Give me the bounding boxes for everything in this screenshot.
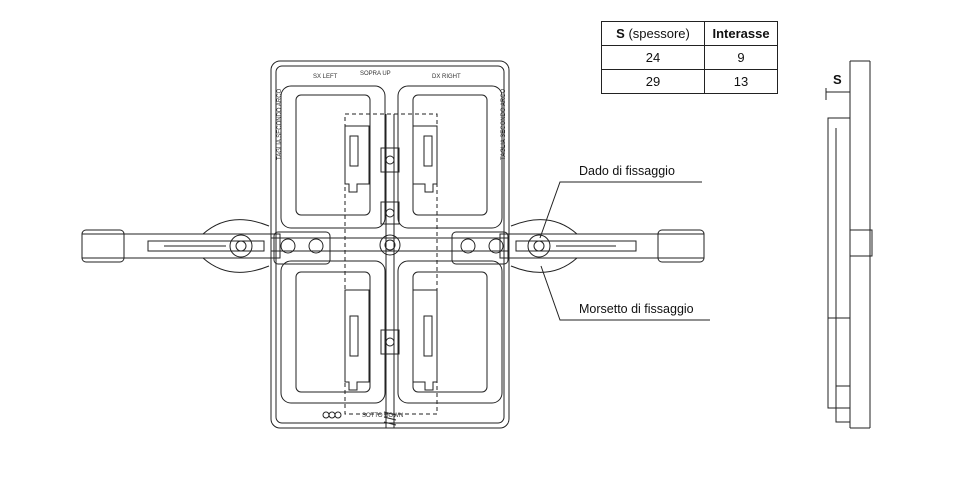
spec-table-header: S (spessore) Interasse xyxy=(601,21,778,46)
cell-interasse: 9 xyxy=(704,45,778,70)
header-interasse: Interasse xyxy=(704,21,778,46)
cell-spessore: 24 xyxy=(601,45,705,70)
label-bottom: SOTTO DOWN xyxy=(362,413,403,419)
spec-table: S (spessore) Interasse 24 9 29 13 xyxy=(601,21,778,94)
left-fixing-clamp xyxy=(81,219,281,273)
table-row: 24 9 xyxy=(601,45,778,70)
bar-screw-blocks xyxy=(379,147,401,355)
right-fixing-clamp xyxy=(499,219,705,273)
dashed-outline xyxy=(344,113,438,415)
dado-leader xyxy=(539,181,702,239)
label-side-left: TAGLIA SECONDO ARCO xyxy=(277,88,283,160)
label-dx-right: DX RIGHT xyxy=(432,74,461,80)
table-row: 29 13 xyxy=(601,69,778,94)
label-sopra-up: SOPRA UP xyxy=(360,71,391,77)
plate-screws xyxy=(273,231,509,265)
led-indicator xyxy=(322,411,330,419)
cell-interasse: 13 xyxy=(704,69,778,94)
mounting-plate xyxy=(270,60,510,429)
callout-morsetto: Morsetto di fissaggio xyxy=(579,302,694,316)
label-side-right: TAGLIA SECONDO ARCO xyxy=(501,88,507,160)
cell-spessore: 29 xyxy=(601,69,705,94)
side-view xyxy=(827,60,873,429)
s-dimension-label: S xyxy=(833,72,842,87)
header-spessore: S (spessore) xyxy=(601,21,705,46)
plate-quadrants xyxy=(280,85,503,404)
s-dimension xyxy=(825,88,851,100)
callout-dado: Dado di fissaggio xyxy=(579,164,675,178)
label-sx-left: SX LEFT xyxy=(313,74,338,80)
slots xyxy=(344,125,438,391)
bottom-screw xyxy=(383,405,397,428)
morsetto-leader xyxy=(540,265,710,321)
